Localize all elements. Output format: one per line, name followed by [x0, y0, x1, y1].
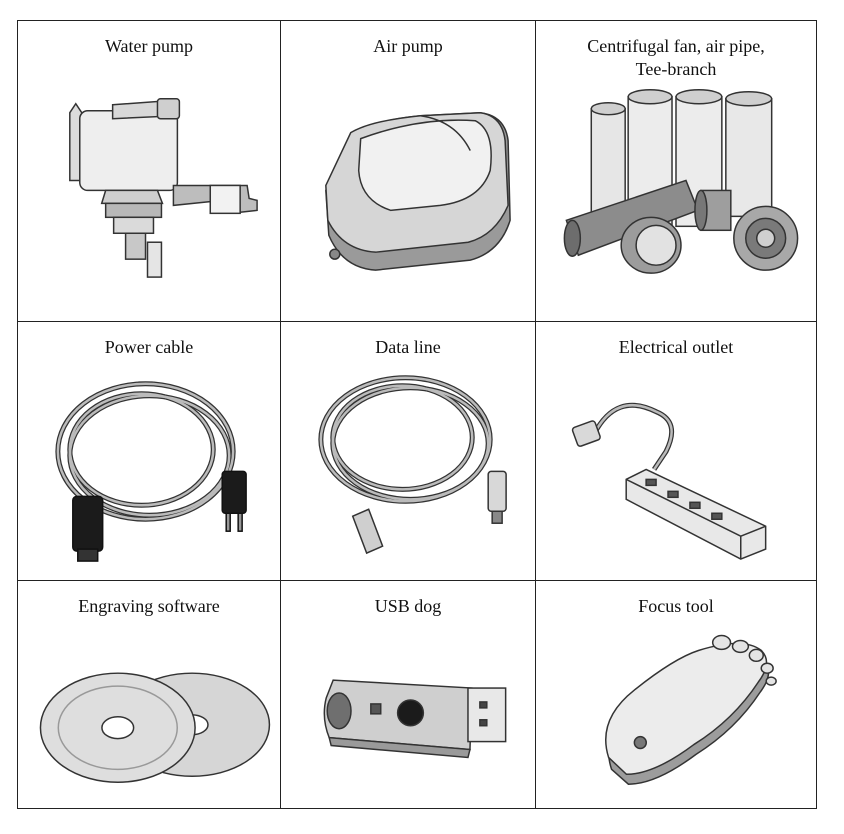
cell-air-pump: Air pump — [281, 21, 536, 322]
item-label: Centrifugal fan, air pipe, Tee-branch — [587, 36, 765, 79]
cell-power-cable: Power cable — [18, 322, 281, 581]
air-pump-icon — [325, 111, 511, 271]
cell-centrifugal-fan: Centrifugal fan, air pipe, Tee-branch — [536, 21, 816, 322]
focus-tool-icon — [605, 634, 777, 785]
item-label: Water pump — [104, 36, 194, 56]
electrical-outlet-icon — [571, 402, 767, 560]
cell-data-line: Data line — [281, 322, 536, 581]
cell-water-pump: Water pump — [18, 21, 281, 322]
water-pump-icon — [69, 98, 258, 278]
power-cable-icon — [55, 381, 247, 562]
centrifugal-fan-icon — [563, 89, 799, 274]
item-label: Focus tool — [638, 596, 714, 616]
item-label: Electrical outlet — [618, 337, 734, 357]
item-label: Power cable — [104, 337, 194, 357]
cell-electrical-outlet: Electrical outlet — [536, 322, 816, 581]
accessories-table: Water pump Air pump — [17, 20, 817, 809]
item-label: Engraving software — [78, 596, 220, 616]
cell-usb-dog: USB dog — [281, 581, 536, 808]
item-label: Air pump — [373, 36, 443, 56]
item-label: Data line — [375, 337, 441, 357]
cell-focus-tool: Focus tool — [536, 581, 816, 808]
usb-dog-icon — [323, 679, 507, 759]
data-line-icon — [318, 375, 507, 555]
engraving-software-disc-icon — [39, 672, 271, 783]
item-label: USB dog — [374, 596, 442, 616]
cell-engraving-software: Engraving software — [18, 581, 281, 808]
